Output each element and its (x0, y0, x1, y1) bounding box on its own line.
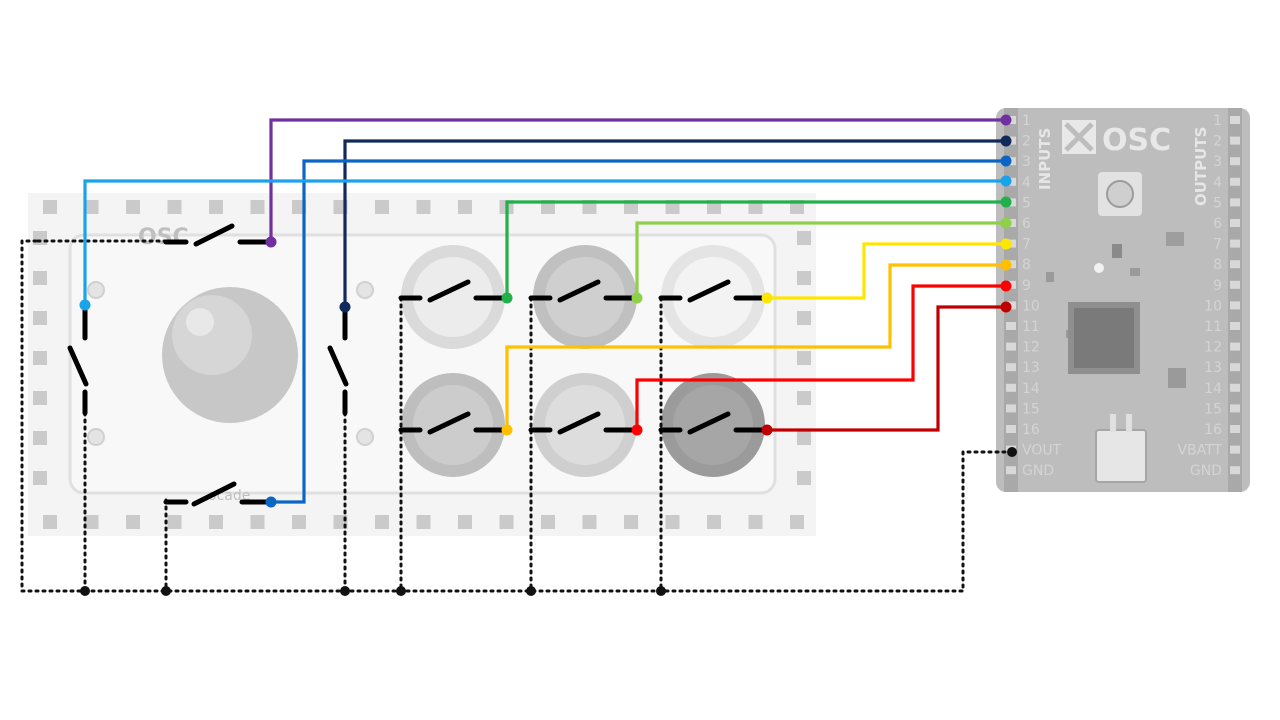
ground-junction-dots (80, 447, 1017, 596)
panel-logo: OSC (138, 225, 189, 250)
left-pin-label: 3 (1022, 154, 1031, 170)
connection-dot (1000, 217, 1012, 229)
connection-dot (1000, 175, 1012, 187)
arcade-button (533, 373, 637, 477)
connection-dot (1000, 280, 1012, 292)
left-pin-label: 10 (1022, 298, 1040, 314)
left-pin-label: 1 (1022, 113, 1031, 129)
right-pin-label: 6 (1213, 216, 1222, 232)
screw (87, 281, 105, 299)
right-pin-label: 3 (1213, 154, 1222, 170)
left-pin-label: 16 (1022, 422, 1040, 438)
right-pin-label: 7 (1213, 237, 1222, 253)
osc-logo: OSC (1062, 120, 1171, 158)
right-pin-label: VBATT (1177, 443, 1222, 459)
left-pin-label: 4 (1022, 175, 1031, 191)
left-pin-label: 2 (1022, 134, 1031, 150)
board-logo-text: OSC (1102, 123, 1171, 158)
right-pin-label: 10 (1204, 298, 1222, 314)
right-pin-label: 14 (1204, 381, 1222, 397)
connection-dot (339, 301, 351, 313)
connection-dot (1000, 114, 1012, 126)
left-pin-label: 9 (1022, 278, 1031, 294)
arcade-panel: OSC ocade (28, 193, 816, 536)
connection-dot (1000, 135, 1012, 147)
connection-dot (501, 292, 513, 304)
screw (356, 281, 374, 299)
right-pin-label: 11 (1204, 319, 1222, 335)
connection-dot (265, 496, 277, 508)
connection-dot (631, 292, 643, 304)
arcade-button (661, 373, 765, 477)
connection-dot (265, 236, 277, 248)
wire-orange (505, 263, 1006, 430)
left-pin-label: 7 (1022, 237, 1031, 253)
wire-blue (271, 159, 1006, 504)
wire-navy (343, 139, 1006, 307)
connection-dot (1000, 196, 1012, 208)
right-pin-label: 2 (1213, 134, 1222, 150)
wire-purple (269, 118, 1006, 242)
left-pin-label: 13 (1022, 360, 1040, 376)
connection-dot (79, 299, 91, 311)
right-pin-label: 9 (1213, 278, 1222, 294)
wire-yellow (767, 242, 1006, 300)
connection-dot (1000, 301, 1012, 313)
inputs-label: INPUTS (1036, 128, 1054, 190)
connection-dot (501, 424, 513, 436)
left-pin-label: 14 (1022, 381, 1040, 397)
right-pin-label: 15 (1204, 401, 1222, 417)
connection-dot (1000, 259, 1012, 271)
left-pin-label: 15 (1022, 401, 1040, 417)
right-pin-label: 4 (1213, 175, 1222, 191)
right-pin-label: 13 (1204, 360, 1222, 376)
wire-light-blue (83, 179, 1006, 305)
left-pin-label: VOUT (1022, 443, 1062, 459)
wire-green (505, 200, 1006, 298)
right-pin-label: 8 (1213, 257, 1222, 273)
outputs-label: OUTPUTS (1192, 127, 1210, 206)
connection-dot (761, 292, 773, 304)
connection-dot (1000, 238, 1012, 250)
right-pin-label: 16 (1204, 422, 1222, 438)
left-pin-label: 12 (1022, 340, 1040, 356)
left-pin-label: 6 (1022, 216, 1031, 232)
left-pin-label: 5 (1022, 195, 1031, 211)
right-pin-label: 12 (1204, 340, 1222, 356)
battery-connector (1095, 429, 1147, 483)
wire-light-green (635, 221, 1006, 298)
wire-dark-red (767, 305, 1006, 432)
connection-dot (761, 424, 773, 436)
left-pin-label: 8 (1022, 257, 1031, 273)
left-pin-label: GND (1022, 463, 1054, 479)
arcade-button (401, 245, 505, 349)
osc-controller-board: OSC INPUTS OUTPUTS 123456789101112131415… (996, 108, 1250, 492)
screw (87, 428, 105, 446)
arcade-button (661, 245, 765, 349)
right-pin-label: 5 (1213, 195, 1222, 211)
connection-dot (1000, 155, 1012, 167)
right-pin-label: GND (1190, 463, 1222, 479)
connection-dots (79, 114, 1012, 508)
wire-red (635, 284, 1006, 430)
connection-dot (631, 424, 643, 436)
left-pin-label: 11 (1022, 319, 1040, 335)
screw (356, 428, 374, 446)
arcade-button (401, 373, 505, 477)
signal-wiring (83, 118, 1006, 504)
arcade-button (533, 245, 637, 349)
right-pin-label: 1 (1213, 113, 1222, 129)
